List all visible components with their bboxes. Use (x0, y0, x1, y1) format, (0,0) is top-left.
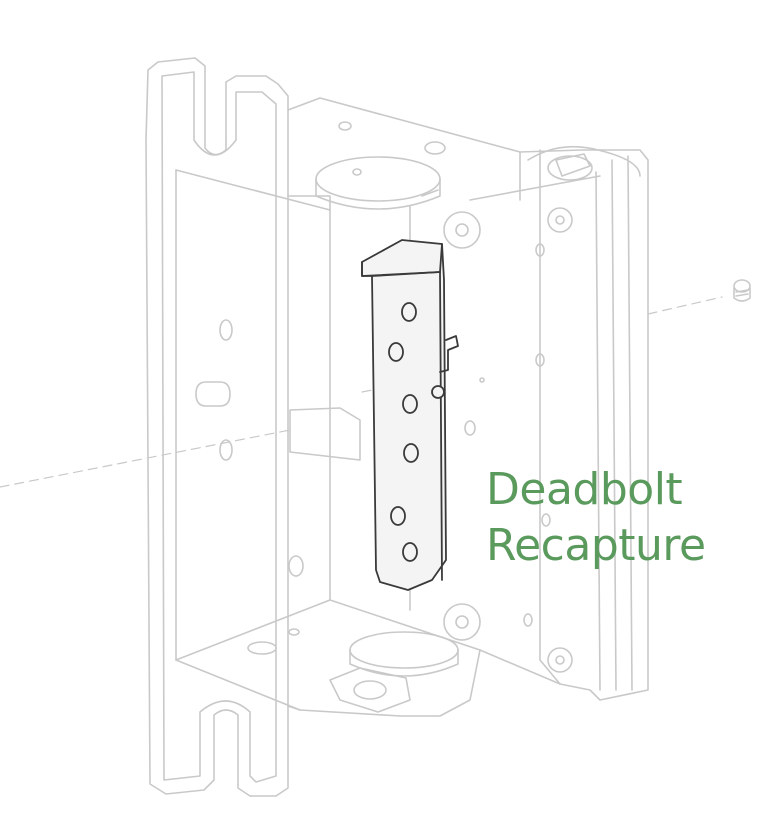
screw-icon (733, 279, 751, 302)
deadbolt-recapture-plate (361, 239, 459, 591)
callout-line-1: Deadbolt (486, 464, 683, 515)
lock-body-housing (145, 57, 649, 797)
callout-line-2: Recapture (486, 520, 706, 571)
part-callout-label: Deadbolt Recapture (486, 462, 756, 574)
mounting-plate (145, 57, 289, 797)
